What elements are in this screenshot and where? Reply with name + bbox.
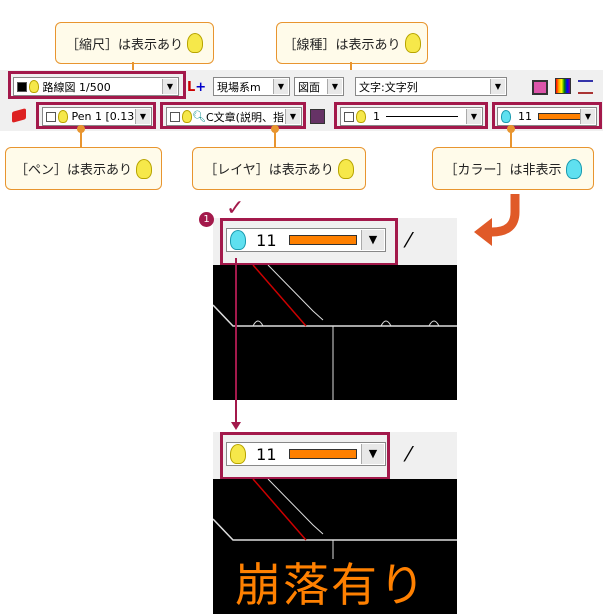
layer-select[interactable]: 🔍︎C文章(説明、指:▼ — [166, 107, 302, 126]
bulb-off-icon — [501, 110, 511, 123]
checkbox-icon — [344, 111, 354, 122]
bulb-icon — [356, 110, 366, 123]
search-icon: 🔍︎ — [192, 110, 206, 123]
line-sample — [386, 116, 458, 117]
callout-text: ［レイヤ］は表示あり — [204, 163, 334, 178]
eyedropper-icon[interactable]: ⁄ — [407, 228, 411, 252]
bulb-icon — [58, 110, 68, 123]
panel2-color-select[interactable]: 11 ▼ — [226, 442, 386, 466]
bulb-off-icon — [565, 158, 582, 179]
bulb-icon — [404, 33, 421, 53]
color-swatch — [288, 449, 357, 459]
linetype-value: 1 — [373, 110, 380, 123]
layer-value: C文章(説明、指: — [205, 110, 288, 124]
bulb-icon — [230, 444, 246, 464]
connector-line — [235, 258, 237, 424]
add-layer-icon[interactable]: L+ — [187, 80, 207, 95]
highlight-linetype — [334, 102, 488, 129]
color-select[interactable]: 11 ▼ — [497, 107, 597, 126]
checkbox-icon — [46, 111, 56, 122]
callout-pen: ［ペン］は表示あり — [5, 147, 162, 190]
chevron-down-icon[interactable]: ▼ — [273, 79, 288, 94]
callout-linetype: ［線種］は表示あり — [276, 22, 428, 64]
cad-drawing — [212, 264, 457, 400]
scale-value: 路線図 1/500 — [42, 80, 111, 94]
highlight-layer — [160, 102, 306, 129]
highlight-panel1-color — [220, 218, 398, 266]
callout-layer: ［レイヤ］は表示あり — [192, 147, 366, 190]
chevron-down-icon[interactable]: ▼ — [580, 109, 595, 124]
chevron-down-icon[interactable]: ▼ — [135, 109, 150, 124]
cad-drawing — [213, 479, 457, 559]
callout-scale: ［縮尺］は表示あり — [55, 22, 214, 64]
line-list-icon[interactable] — [578, 80, 593, 94]
callout-dot — [77, 125, 85, 133]
sheet-value: 図面 — [298, 80, 320, 94]
color-value: 11 — [256, 230, 277, 250]
check-mark-icon: ✓ — [226, 196, 245, 221]
coord-value: 現場系m — [217, 80, 261, 94]
callout-stem — [510, 129, 512, 147]
callout-stem — [80, 129, 82, 147]
highlight-pen — [36, 102, 156, 129]
text-style-value: 文字:文字列 — [359, 80, 418, 94]
color-swatch — [288, 235, 357, 245]
callout-dot — [507, 125, 515, 133]
highlight-color — [492, 102, 602, 129]
curved-arrow-icon — [474, 194, 520, 246]
pen-select[interactable]: Pen 1 [0.13]▼ — [42, 107, 152, 126]
callout-stem — [274, 129, 276, 147]
arrow-head-icon — [231, 422, 241, 430]
window-icon[interactable] — [532, 80, 548, 95]
callout-text: ［線種］は表示あり — [283, 37, 401, 53]
color-value: 11 — [256, 444, 277, 464]
color-square-icon — [17, 81, 27, 92]
bulb-icon — [29, 80, 39, 93]
highlight-scale — [8, 71, 186, 99]
chevron-down-icon[interactable]: ▼ — [285, 109, 300, 124]
color-bars-icon[interactable] — [555, 78, 571, 94]
bulb-off-icon — [230, 230, 246, 250]
highlight-panel2-color — [220, 432, 390, 480]
scale-select[interactable]: 路線図 1/500 ▼ — [13, 77, 179, 96]
pen-value: Pen 1 [0.13] — [71, 110, 139, 123]
chevron-down-icon[interactable]: ▼ — [361, 444, 384, 464]
chevron-down-icon[interactable]: ▼ — [466, 109, 481, 124]
callout-text: ［ペン］は表示あり — [14, 163, 132, 178]
bulb-icon — [182, 110, 192, 123]
cad-canvas-1 — [212, 264, 457, 400]
bulb-icon — [337, 158, 354, 179]
eyedropper-icon[interactable]: ⁄ — [407, 442, 411, 466]
layer-settings-icon[interactable] — [310, 109, 325, 124]
chevron-down-icon[interactable]: ▼ — [361, 230, 384, 250]
callout-text: ［カラー］は非表示 — [444, 163, 562, 178]
text-style-select[interactable]: 文字:文字列 ▼ — [355, 77, 507, 96]
bulb-icon — [136, 158, 152, 179]
chevron-down-icon[interactable]: ▼ — [490, 79, 505, 94]
callout-color: ［カラー］は非表示 — [432, 147, 594, 190]
sheet-select[interactable]: 図面 ▼ — [294, 77, 344, 96]
step-badge: 1 — [199, 212, 214, 227]
checkbox-icon — [170, 111, 180, 122]
canvas-text: 崩落有り — [235, 558, 427, 612]
bulb-icon — [187, 33, 203, 53]
callout-text: ［縮尺］は表示あり — [65, 37, 183, 53]
chevron-down-icon[interactable]: ▼ — [327, 79, 342, 94]
chevron-down-icon[interactable]: ▼ — [162, 79, 177, 94]
cad-canvas-2: 崩落有り — [213, 479, 457, 614]
linetype-select[interactable]: 1▼ — [340, 107, 483, 126]
callout-dot — [271, 125, 279, 133]
panel1-color-select[interactable]: 11 ▼ — [226, 228, 386, 252]
color-value: 11 — [518, 110, 532, 123]
coord-select[interactable]: 現場系m ▼ — [213, 77, 290, 96]
